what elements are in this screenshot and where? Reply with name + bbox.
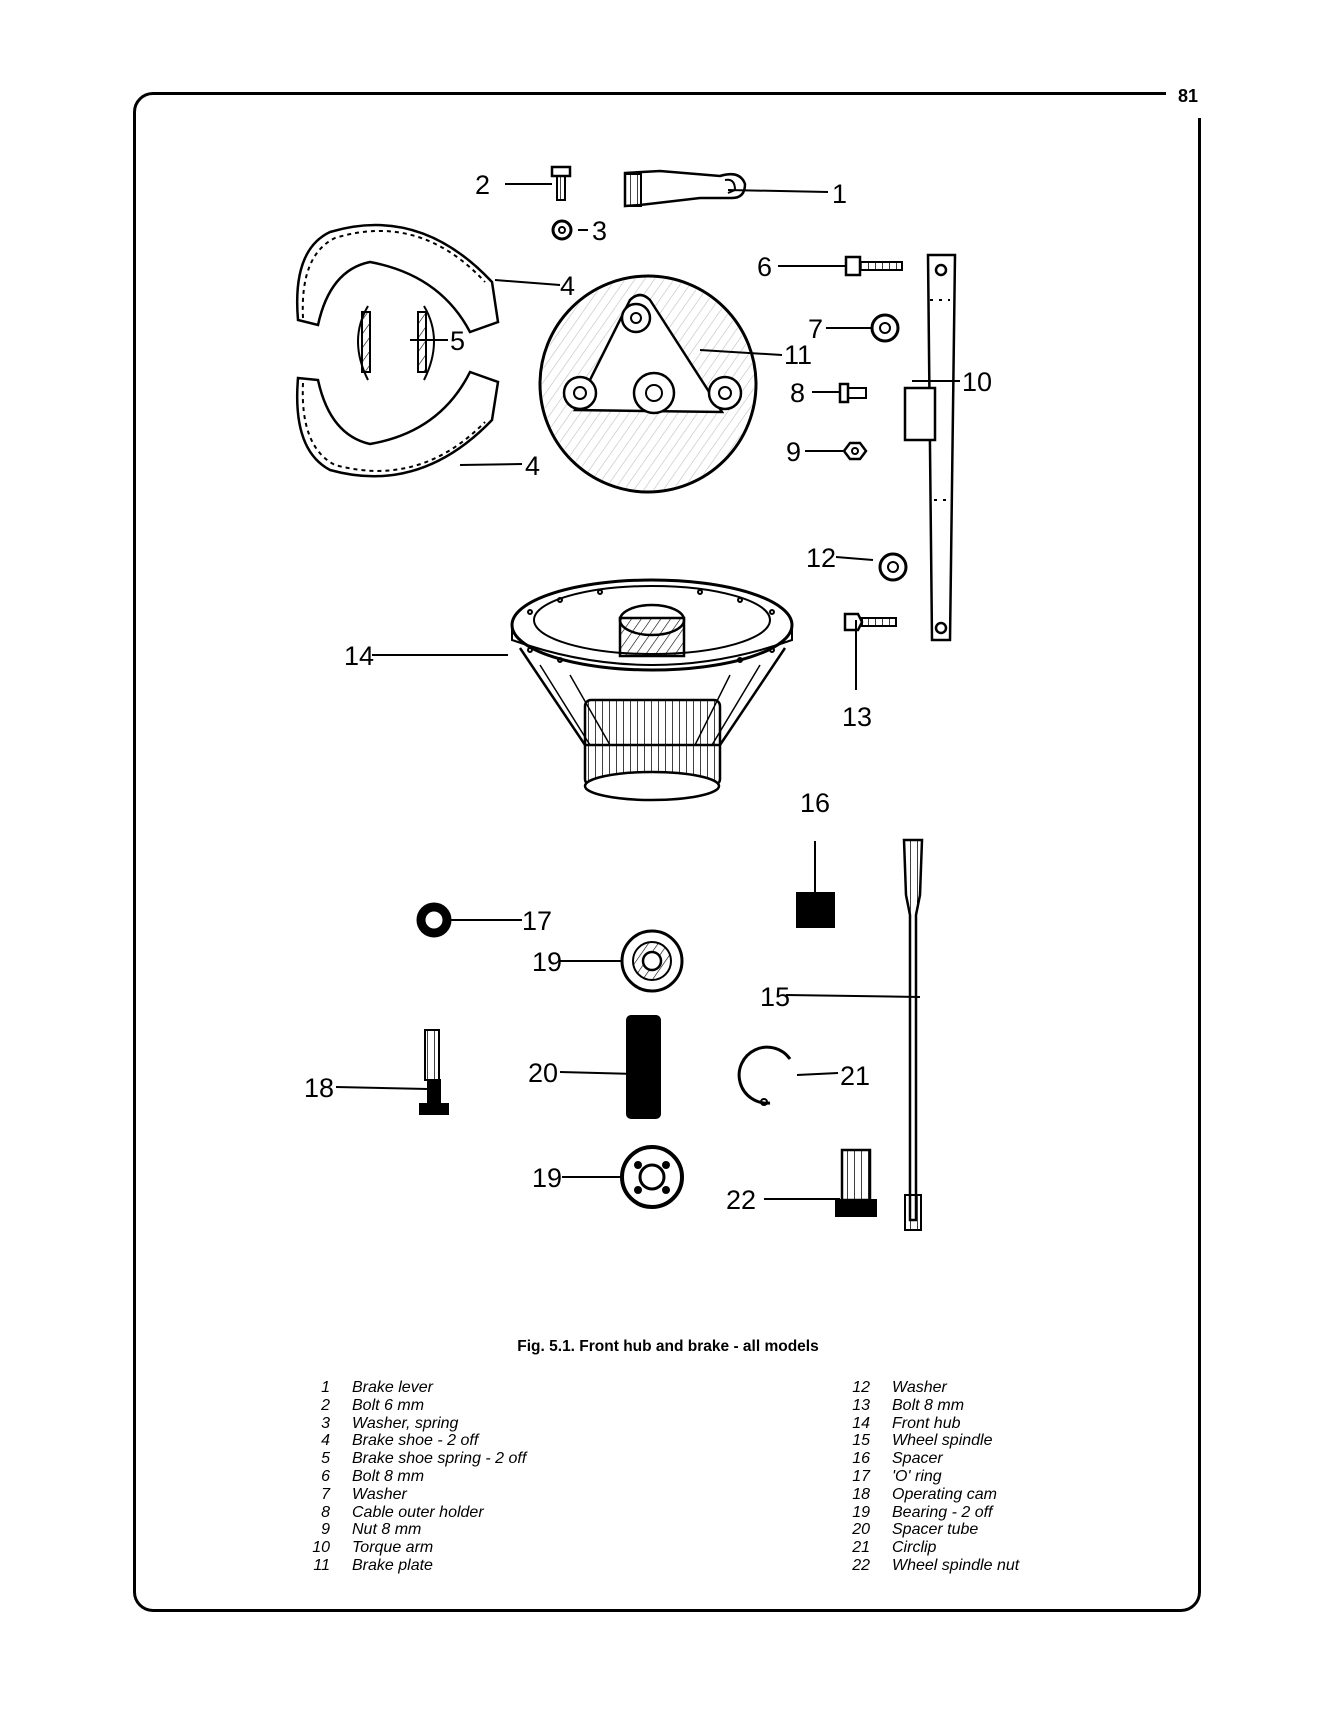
legend-row: 20 Spacer tube — [836, 1521, 1019, 1539]
callout-3: 3 — [592, 216, 607, 246]
callout-22: 22 — [726, 1185, 756, 1215]
legend-label: Torque arm — [352, 1539, 434, 1557]
legend-row: 21 Circlip — [836, 1539, 1019, 1557]
legend-row: 19 Bearing - 2 off — [836, 1504, 1019, 1522]
page-number: 81 — [1178, 86, 1199, 106]
legend-number: 5 — [321, 1450, 330, 1468]
legend-row: 9 Nut 8 mm — [296, 1521, 526, 1539]
legend-label: Brake shoe spring - 2 off — [352, 1450, 527, 1468]
legend-label: Brake plate — [352, 1556, 433, 1574]
legend-label: Wheel spindle nut — [892, 1556, 1020, 1574]
legend-row: 7 Washer — [296, 1486, 526, 1504]
legend-label: Bearing - 2 off — [892, 1503, 993, 1521]
legend-label: Brake lever — [352, 1379, 433, 1396]
callout-15: 15 — [760, 982, 790, 1012]
callout-17: 17 — [522, 906, 552, 936]
callout-9: 9 — [786, 437, 801, 467]
callout-16: 16 — [800, 788, 830, 818]
legend-label: Bolt 6 mm — [352, 1396, 425, 1414]
legend-label: Operating cam — [892, 1485, 997, 1503]
callout-4b: 4 — [525, 451, 540, 481]
callout-6: 6 — [757, 252, 772, 282]
callout-19b: 19 — [532, 1163, 562, 1193]
legend-row: 6 Bolt 8 mm — [296, 1468, 526, 1486]
legend-row: 12 Washer — [836, 1379, 1019, 1397]
legend-number: 10 — [312, 1539, 330, 1557]
callout-20: 20 — [528, 1058, 558, 1088]
legend-label: Spacer — [892, 1450, 943, 1468]
legend-number: 9 — [321, 1521, 330, 1539]
page-frame — [133, 92, 1201, 1612]
legend-number: 22 — [852, 1556, 870, 1574]
callout-19a: 19 — [532, 947, 562, 977]
callout-18: 18 — [304, 1073, 334, 1103]
legend-row: 10 Torque arm — [296, 1539, 526, 1557]
callout-1: 1 — [832, 179, 847, 209]
legend-row: 17 'O' ring — [836, 1468, 1019, 1486]
legend-label: Circlip — [892, 1539, 937, 1557]
legend-number: 15 — [852, 1432, 870, 1450]
legend-label: Wheel spindle — [892, 1432, 993, 1450]
legend-row: 15 Wheel spindle — [836, 1432, 1019, 1450]
legend-number: 18 — [852, 1485, 870, 1503]
legend-number: 20 — [852, 1521, 870, 1539]
legend-number: 13 — [852, 1396, 870, 1414]
legend-number: 11 — [313, 1556, 330, 1574]
legend-number: 12 — [852, 1379, 870, 1396]
legend-number: 17 — [852, 1467, 870, 1485]
legend-number: 7 — [321, 1485, 330, 1503]
legend-label: Bolt 8 mm — [352, 1467, 425, 1485]
legend-row: 5 Brake shoe spring - 2 off — [296, 1450, 526, 1468]
legend-row: 13 Bolt 8 mm — [836, 1397, 1019, 1415]
legend-label: Bolt 8 mm — [892, 1396, 965, 1414]
figure-caption: Fig. 5.1. Front hub and brake - all mode… — [517, 1338, 819, 1355]
legend-row: 2 Bolt 6 mm — [296, 1397, 526, 1415]
legend-number: 3 — [321, 1414, 330, 1432]
legend-row: 22 Wheel spindle nut — [836, 1557, 1019, 1575]
legend-label: Washer — [352, 1485, 407, 1503]
callout-11: 11 — [784, 340, 812, 370]
legend-label: Spacer tube — [892, 1521, 979, 1539]
legend-row: 18 Operating cam — [836, 1486, 1019, 1504]
legend-label: Washer — [892, 1379, 947, 1396]
callout-14: 14 — [344, 641, 374, 671]
callout-21: 21 — [840, 1061, 870, 1091]
callout-4a: 4 — [560, 271, 575, 301]
exploded-diagram: 1 2 3 4 4 5 6 7 8 9 10 11 12 13 14 15 16… — [296, 165, 992, 1231]
legend-row: 3 Washer, spring — [296, 1415, 526, 1433]
legend-number: 16 — [852, 1450, 870, 1468]
legend-row: 14 Front hub — [836, 1415, 1019, 1433]
callout-2: 2 — [475, 170, 490, 200]
legend-row: 1 Brake lever — [296, 1379, 526, 1397]
legend-number: 2 — [321, 1396, 330, 1414]
legend-label: 'O' ring — [892, 1467, 942, 1485]
legend-number: 8 — [321, 1503, 330, 1521]
legend-label: Brake shoe - 2 off — [352, 1432, 479, 1450]
legend-row: 8 Cable outer holder — [296, 1504, 526, 1522]
callout-7: 7 — [808, 314, 823, 344]
legend-number: 1 — [321, 1379, 330, 1396]
legend-label: Front hub — [892, 1414, 961, 1432]
callout-13: 13 — [842, 702, 872, 732]
legend-number: 6 — [321, 1467, 330, 1485]
legend-label: Cable outer holder — [352, 1503, 484, 1521]
callout-5: 5 — [450, 326, 465, 356]
legend-row: 16 Spacer — [836, 1450, 1019, 1468]
legend-number: 4 — [321, 1432, 330, 1450]
callout-12: 12 — [806, 543, 836, 573]
callout-8: 8 — [790, 378, 805, 408]
legend-row: 11 Brake plate — [296, 1557, 526, 1575]
callout-10: 10 — [962, 367, 992, 397]
frame-gap — [1166, 80, 1216, 118]
legend-number: 21 — [852, 1539, 870, 1557]
legend-label: Nut 8 mm — [352, 1521, 422, 1539]
legend-label: Washer, spring — [352, 1414, 459, 1432]
legend-number: 19 — [852, 1503, 870, 1521]
legend-row: 4 Brake shoe - 2 off — [296, 1432, 526, 1450]
legend-number: 14 — [852, 1414, 870, 1432]
